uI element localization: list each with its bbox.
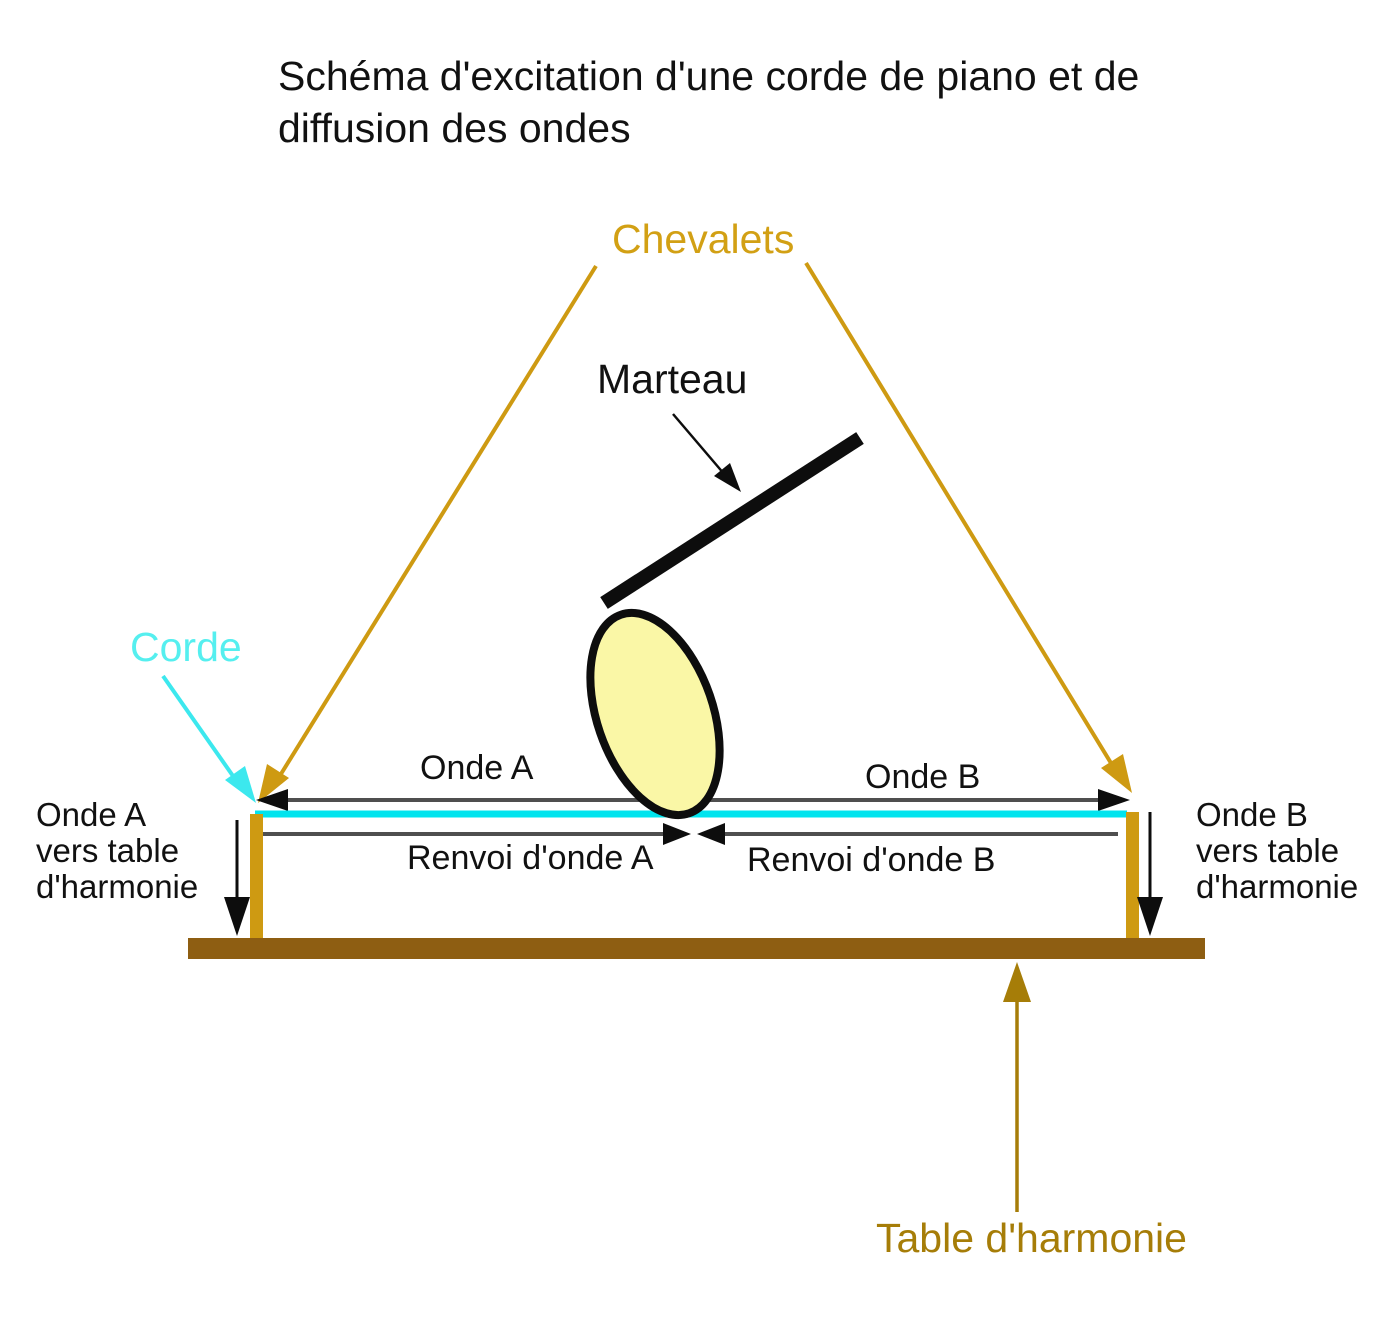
table-pointer-arrowhead: [1003, 962, 1031, 1002]
hammer-head: [586, 608, 724, 820]
onde-b-arrowhead-right: [1098, 789, 1130, 811]
corde-label: Corde: [130, 624, 242, 670]
marteau-pointer-line: [672, 413, 726, 476]
onde-a-to-soundboard-arrowhead: [224, 897, 250, 936]
onde-a-label: Onde A: [420, 749, 534, 787]
corde-pointer-arrowhead: [225, 766, 256, 803]
chevalet-pointer-line-left: [274, 264, 598, 784]
renvoi-a-arrowhead: [663, 823, 691, 845]
hammer-shank: [600, 432, 864, 609]
renvoi-onde-b-label: Renvoi d'onde B: [747, 841, 996, 879]
onde-b-to-soundboard-arrowhead: [1137, 897, 1163, 936]
marteau-label: Marteau: [597, 356, 748, 402]
table-harmonie-label: Table d'harmonie: [876, 1215, 1187, 1261]
bridge-right: [1126, 812, 1139, 938]
diagram-title: Schéma d'excitation d'une corde de piano…: [278, 53, 1140, 151]
chevalet-pointer-arrowhead-left: [258, 764, 289, 803]
renvoi-onde-a-label: Renvoi d'onde A: [407, 839, 654, 877]
chevalet-pointer-line-right: [804, 261, 1116, 770]
chevalets-label: Chevalets: [612, 216, 795, 262]
bridge-left: [250, 814, 263, 938]
chevalet-pointer-arrowhead-right: [1101, 754, 1132, 793]
corde-pointer-line: [161, 674, 242, 788]
onde-a-vers-table-label: Onde A vers table d'harmonie: [36, 796, 199, 905]
renvoi-b-arrowhead: [697, 823, 725, 845]
soundboard: [188, 938, 1205, 959]
onde-b-vers-table-label: Onde B vers table d'harmonie: [1196, 796, 1359, 905]
onde-b-label: Onde B: [865, 758, 981, 796]
onde-a-arrowhead-left: [256, 789, 288, 811]
marteau-pointer-arrowhead: [714, 463, 741, 492]
